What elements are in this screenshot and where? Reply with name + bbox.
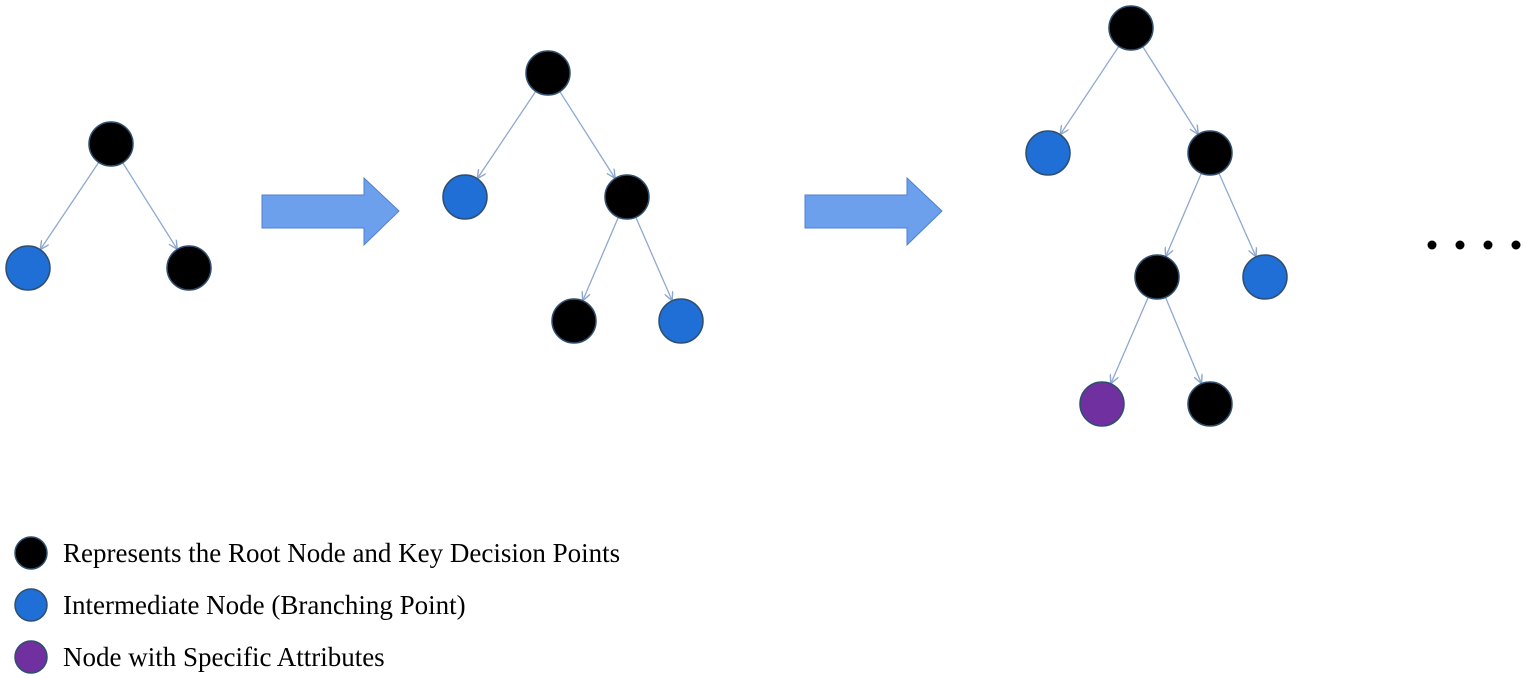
ellipsis-dot <box>1483 240 1493 250</box>
legend-swatch-decision <box>14 536 48 570</box>
ellipsis-dot <box>1427 240 1437 250</box>
tree-edge <box>41 161 100 249</box>
tree-node-decision <box>1187 130 1233 176</box>
tree-node-decision <box>1134 254 1180 300</box>
legend-swatch-specific <box>14 640 48 674</box>
tree-node-decision <box>1187 381 1233 427</box>
tree-edge <box>583 216 619 300</box>
tree-edge <box>122 162 177 249</box>
tree-node-intermediate <box>658 298 704 344</box>
progression-arrow-2 <box>804 176 943 247</box>
trees <box>5 5 1288 427</box>
tree-node-decision <box>1108 5 1154 51</box>
tree-node-intermediate <box>442 174 488 220</box>
tree-edge <box>559 91 615 178</box>
tree-edge <box>1166 172 1202 256</box>
tree-edge <box>1142 46 1198 134</box>
tree-node-decision <box>166 245 212 291</box>
tree-stage-3 <box>1025 5 1288 427</box>
tree-node-intermediate <box>5 245 51 291</box>
continuation-ellipsis <box>1427 240 1521 250</box>
legend: Represents the Root Node and Key Decisio… <box>14 536 620 674</box>
progression-arrow-1 <box>261 176 400 247</box>
tree-stage-2 <box>442 50 704 344</box>
tree-edge <box>1218 172 1256 256</box>
tree-node-intermediate <box>1242 254 1288 300</box>
tree-edge <box>1061 45 1120 134</box>
legend-label-specific: Node with Specific Attributes <box>63 642 385 672</box>
legend-item-decision: Represents the Root Node and Key Decisio… <box>14 536 620 570</box>
tree-edge <box>1111 296 1149 383</box>
legend-label-decision: Represents the Root Node and Key Decisio… <box>63 538 620 568</box>
ellipsis-dot <box>1511 240 1521 250</box>
tree-node-intermediate <box>1025 130 1071 176</box>
legend-item-specific: Node with Specific Attributes <box>14 640 385 674</box>
tree-node-decision <box>604 174 650 220</box>
tree-stage-1 <box>5 121 212 291</box>
legend-swatch-intermediate <box>14 588 48 622</box>
tree-edge <box>1164 297 1201 382</box>
legend-item-intermediate: Intermediate Node (Branching Point) <box>14 588 466 622</box>
tree-node-decision <box>525 50 571 96</box>
ellipsis-dot <box>1455 240 1465 250</box>
tree-node-decision <box>88 121 134 167</box>
tree-node-decision <box>551 298 597 344</box>
legend-label-intermediate: Intermediate Node (Branching Point) <box>63 590 466 620</box>
tree-edge <box>478 90 537 178</box>
tree-edge <box>635 216 672 300</box>
tree-node-specific <box>1079 381 1125 427</box>
